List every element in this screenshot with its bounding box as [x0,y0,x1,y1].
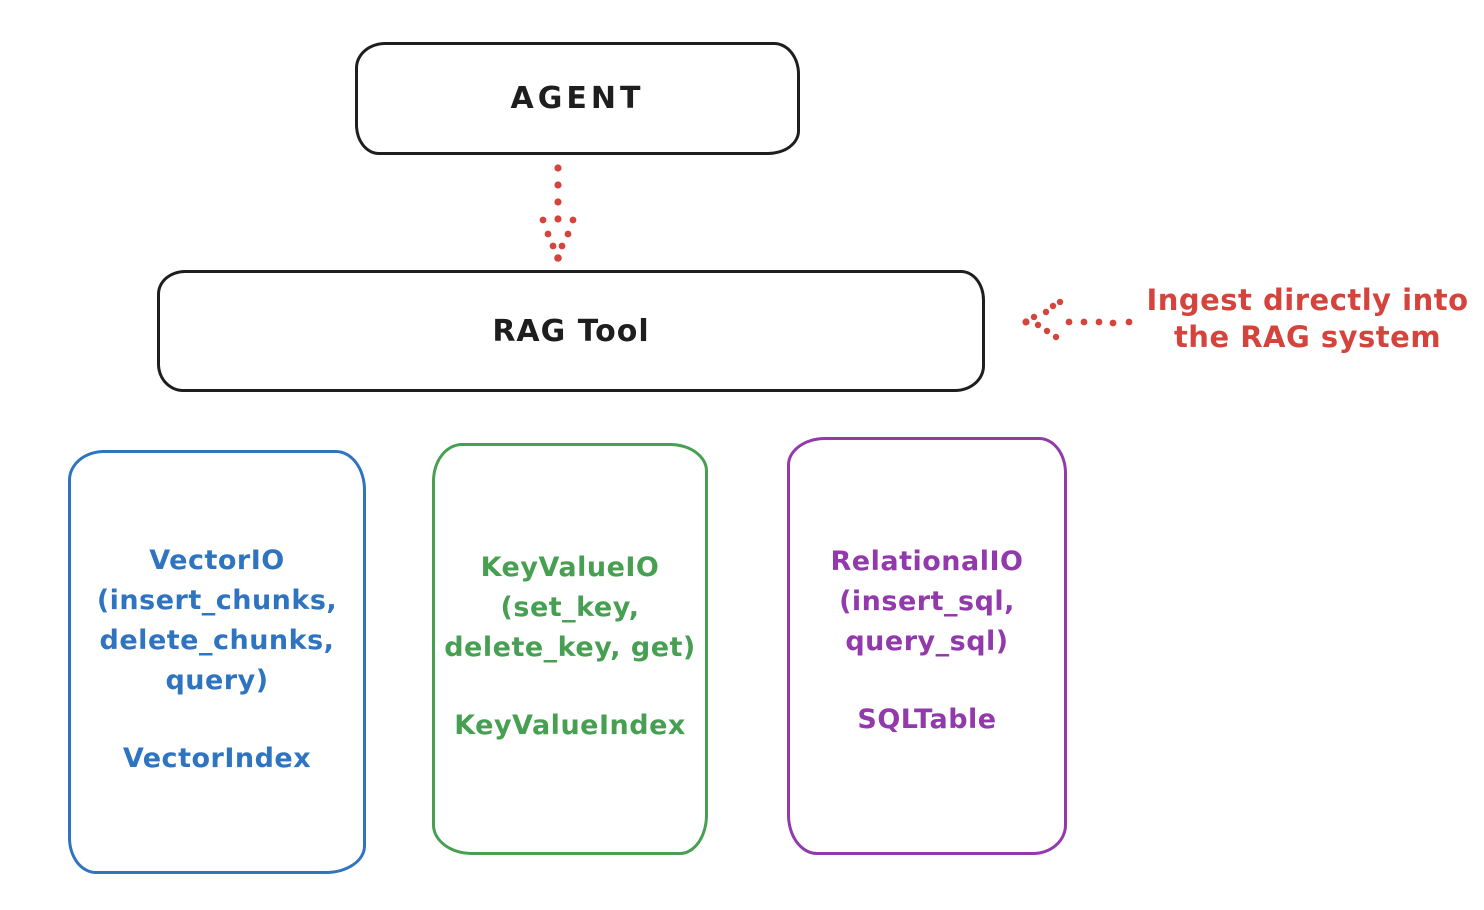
keyvalue-io-line: KeyValueIO [480,552,660,583]
agent-box: AGENT [355,42,800,155]
sql-table-label: SQLTable [857,704,997,735]
ingest-annotation: Ingest directly into the RAG system [1140,282,1475,356]
keyvalue-index-label: KeyValueIndex [454,710,686,741]
vector-io-text: VectorIO (insert_chunks, delete_chunks, … [71,541,363,779]
ingest-annotation-line1: Ingest directly into [1146,283,1469,317]
relational-io-text: RelationalIO (insert_sql, query_sql) SQL… [790,542,1064,740]
rag-tool-box-label: RAG Tool [492,313,650,349]
dotted-arrow-left-icon [1022,298,1133,341]
keyvalue-io-line: (set_key, [500,592,640,623]
vector-io-line: query) [165,665,269,696]
vector-io-line: VectorIO [149,545,285,576]
rag-tool-box: RAG Tool [157,270,985,392]
relational-io-line: query_sql) [845,626,1009,657]
ingest-annotation-line2: the RAG system [1173,320,1442,354]
keyvalue-io-line: delete_key, get) [444,632,696,663]
keyvalue-io-box: KeyValueIO (set_key, delete_key, get) Ke… [432,443,708,855]
vector-io-line: (insert_chunks, [96,585,338,616]
vector-io-box: VectorIO (insert_chunks, delete_chunks, … [68,450,366,874]
relational-io-box: RelationalIO (insert_sql, query_sql) SQL… [787,437,1067,855]
keyvalue-io-text: KeyValueIO (set_key, delete_key, get) Ke… [435,548,705,746]
vector-io-line: delete_chunks, [99,625,335,656]
agent-box-label: AGENT [510,81,645,116]
relational-io-line: (insert_sql, [839,586,1015,617]
relational-io-line: RelationalIO [830,546,1024,577]
vector-index-label: VectorIndex [122,743,312,774]
dotted-arrow-down-icon [539,164,577,262]
